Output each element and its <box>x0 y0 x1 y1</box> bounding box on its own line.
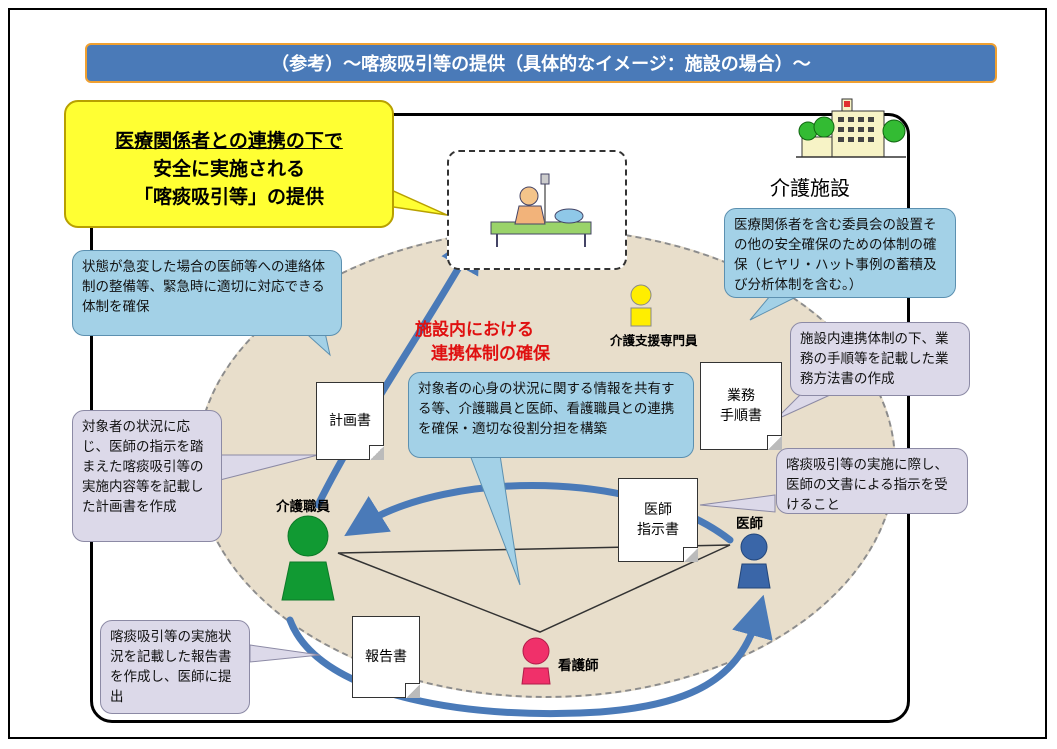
highlight-line-3: 「喀痰吸引等」の提供 <box>133 186 324 208</box>
pointer-info-share <box>469 454 521 586</box>
document-report: 報告書 <box>352 616 420 698</box>
document-manual-line-1: 業務 <box>727 388 755 404</box>
callout-instruction: 喀痰吸引等の実施に際し、医師の文書による指示を受けること <box>776 448 968 514</box>
care-worker-figure <box>281 515 335 601</box>
pointer-plan <box>219 454 319 481</box>
document-manual-line-2: 手順書 <box>720 408 762 424</box>
highlight-callout: 医療関係者との連携の下で 安全に実施される 「喀痰吸引等」の提供 <box>64 100 394 228</box>
patient-care-box <box>447 150 627 270</box>
arrow-care-worker-to-doctor <box>286 594 773 718</box>
arrow-to-patient <box>314 229 481 509</box>
document-instruction-line-2: 指示書 <box>637 522 679 538</box>
pointer-instruction <box>699 494 776 513</box>
callout-plan: 対象者の状況に応じ、医師の指示を踏まえた喀痰吸引等の実施内容等を記載した計画書を… <box>72 410 222 542</box>
care-manager-figure <box>630 284 652 327</box>
callout-emergency: 状態が急変した場合の医師等への連絡体制の整備等、緊急時に適切に対応できる体制を確… <box>72 250 342 336</box>
care-worker-label: 介護職員 <box>276 499 330 515</box>
document-plan-label: 計画書 <box>329 413 371 429</box>
nurse-figure <box>521 637 551 685</box>
callout-manual: 施設内連携体制の下、業務の手順等を記載した業務方法書の作成 <box>790 322 970 396</box>
document-report-label: 報告書 <box>365 649 407 665</box>
callout-report: 喀痰吸引等の実施状況を記載した報告書を作成し、医師に提出 <box>100 620 250 714</box>
document-instruction: 医師 指示書 <box>618 478 698 562</box>
center-label: 施設内における 連携体制の確保 <box>415 318 550 366</box>
nurse-label: 看護師 <box>558 658 599 674</box>
doctor-figure <box>737 533 771 589</box>
callout-committee: 医療関係者を含む委員会の設置その他の安全確保のための体制の確保（ヒヤリ・ハット事… <box>724 208 956 298</box>
callout-info-share: 対象者の心身の状況に関する情報を共有する等、介護職員と医師、看護職員との連携を確… <box>408 372 694 458</box>
highlight-line-1: 医療関係者との連携の下で <box>115 130 343 152</box>
outer-frame <box>8 8 1047 739</box>
facility-label: 介護施設 <box>770 176 850 200</box>
document-manual: 業務 手順書 <box>700 362 782 450</box>
pointer-manual <box>774 394 831 421</box>
care-manager-label: 介護支援専門員 <box>610 333 698 348</box>
highlight-line-2: 安全に実施される <box>152 158 305 180</box>
page-title: （参考）～喀痰吸引等の提供（具体的なイメージ：施設の場合）～ <box>85 43 997 83</box>
team-triangle <box>337 544 731 633</box>
center-label-line-1: 施設内における <box>415 320 534 340</box>
document-instruction-line-1: 医師 <box>644 502 672 518</box>
patient-bed-illustration <box>490 173 592 247</box>
document-plan: 計画書 <box>316 382 384 460</box>
pointer-report <box>249 644 321 663</box>
building-icon <box>796 98 906 158</box>
center-label-line-2: 連携体制の確保 <box>431 344 550 364</box>
doctor-label: 医師 <box>736 516 763 532</box>
